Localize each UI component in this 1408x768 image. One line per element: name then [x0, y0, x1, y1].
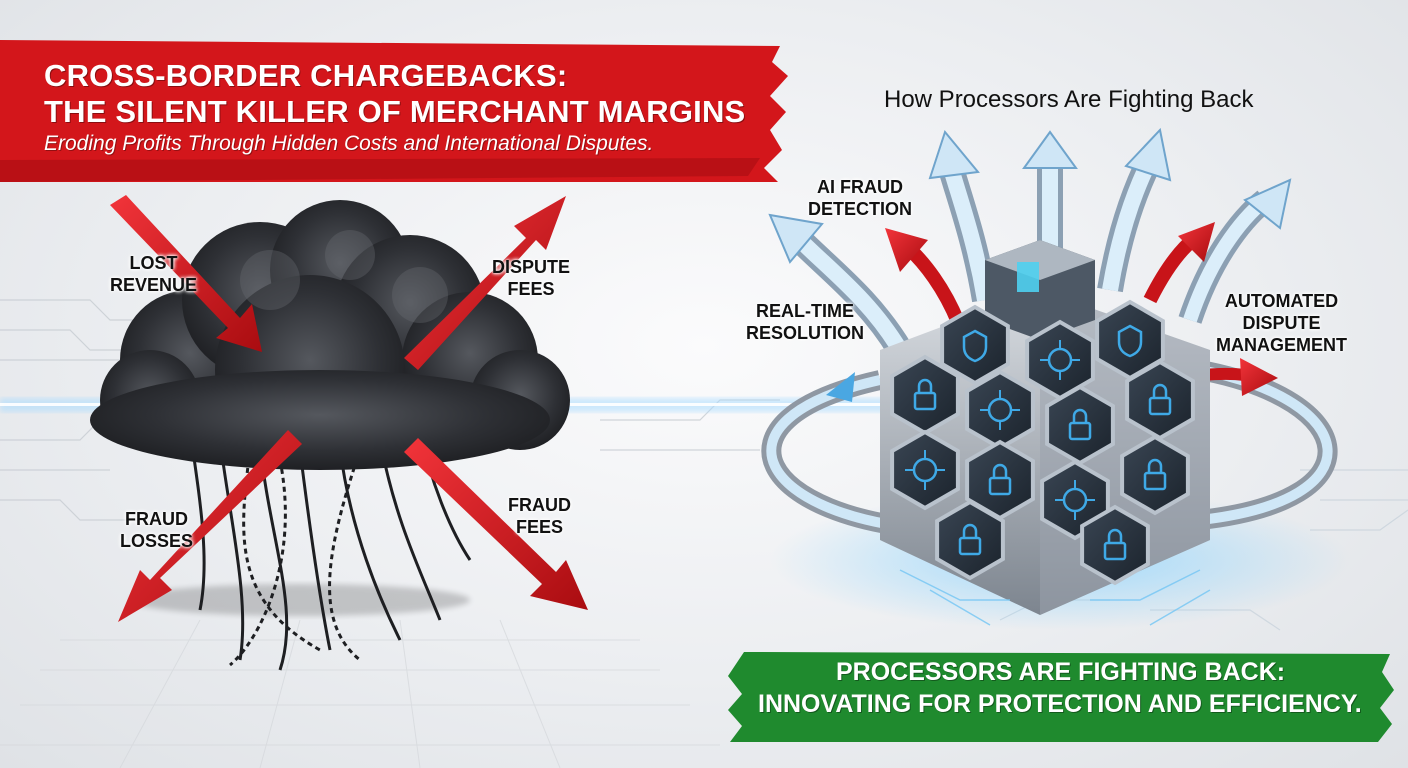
label-lost-revenue: LOST REVENUE	[110, 253, 198, 295]
headline-line-2: THE SILENT KILLER OF MERCHANT MARGINS	[44, 94, 746, 129]
label-dispute-fees: DISPUTE FEES	[492, 257, 571, 299]
floor-grid	[0, 619, 720, 768]
padlock-icon	[1120, 434, 1190, 516]
label-fraud-fees: FRAUD FEES	[508, 495, 571, 537]
closing-line-2: INNOVATING FOR PROTECTION AND EFFICIENCY…	[758, 690, 1362, 718]
hexagon-shields	[890, 299, 1195, 586]
headline-banner	[0, 40, 788, 182]
label-ai-fraud-detection: AI FRAUD DETECTION	[808, 177, 913, 219]
closing-line-1: PROCESSORS ARE FIGHTING BACK:	[836, 658, 1286, 686]
right-panel-title: How Processors Are Fighting Back	[884, 86, 1254, 113]
closing-banner	[728, 652, 1394, 742]
subheadline: Eroding Profits Through Hidden Costs and…	[44, 132, 654, 155]
label-real-time-resolution: REAL-TIME RESOLUTION	[746, 301, 865, 343]
padlock-icon	[1045, 384, 1115, 466]
padlock-icon	[1125, 359, 1195, 441]
padlock-icon	[935, 499, 1005, 581]
circuit-chip-icon	[890, 429, 960, 511]
label-fraud-losses: FRAUD LOSSES	[120, 509, 194, 551]
circuit-chip-icon	[965, 369, 1035, 451]
label-automated-dispute-management: AUTOMATED DISPUTE MANAGEMENT	[1216, 291, 1347, 355]
padlock-icon	[1080, 504, 1150, 586]
glow-circuits	[899, 569, 1211, 626]
padlock-icon	[890, 354, 960, 436]
red-arrows-left	[110, 195, 588, 622]
upward-arrows	[768, 127, 1292, 357]
headline-line-1: CROSS-BORDER CHARGEBACKS:	[44, 58, 568, 93]
shield-icon	[940, 304, 1010, 386]
